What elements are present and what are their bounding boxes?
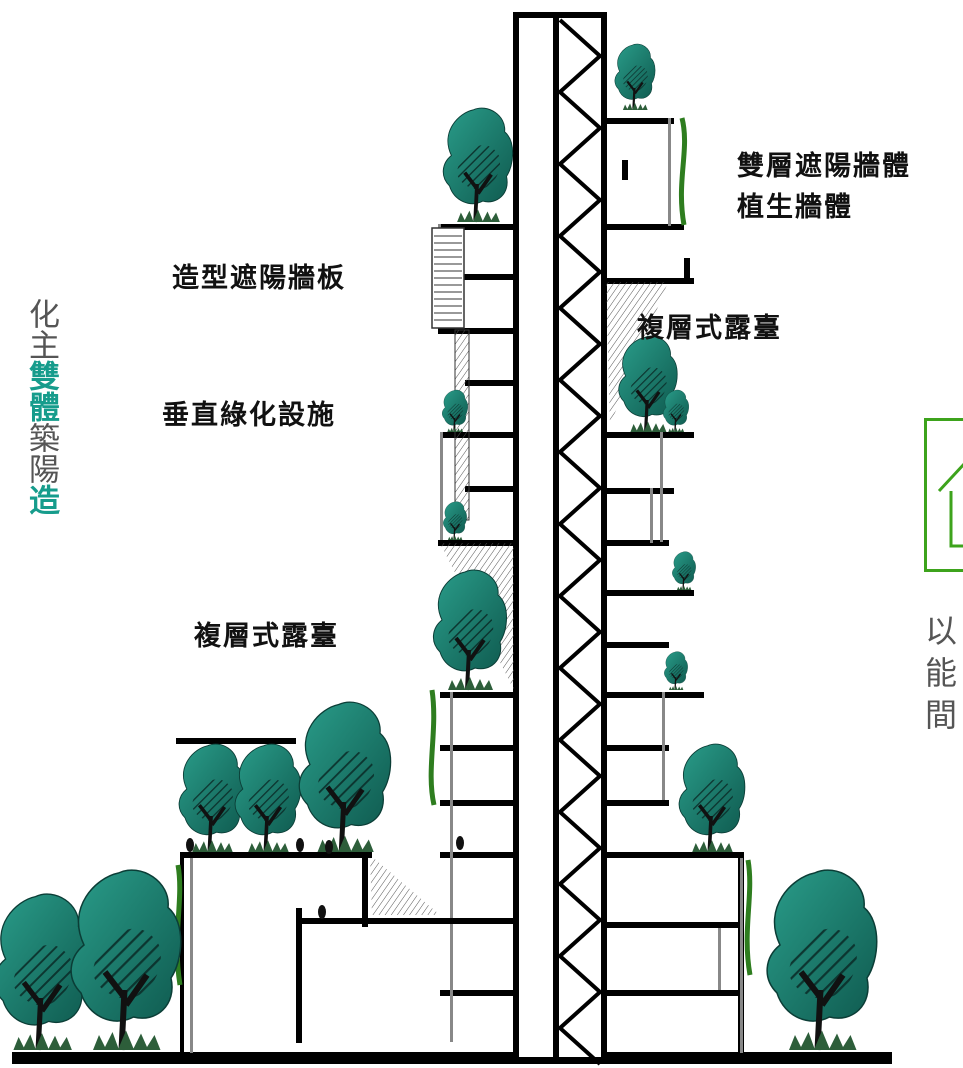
floor-slab [465,380,516,386]
floor-slab [460,274,516,280]
right-text-block: 以 能 間 [925,610,957,736]
label-shaping-shade-panel: 造型遮陽牆板 [172,263,346,294]
left-column-char: 築 [23,422,59,453]
column-line [450,852,453,1042]
floor-slab [438,224,516,230]
lower-slab [296,918,516,924]
column-line [440,432,443,540]
right-text-line: 以 [925,612,958,650]
column-line [668,118,671,226]
left-column-char: 陽 [23,453,59,484]
column-line [718,922,721,992]
floor-slab [604,800,669,806]
floor-slab [438,328,516,334]
podium-roof [180,852,372,858]
vine-mid-left [428,689,437,806]
parapet [684,258,690,282]
floor-slab [604,692,704,698]
house-frame-icon [924,418,963,572]
floor-slab [440,745,516,751]
label-terrace-left: 複層式露臺 [194,621,339,652]
terrace-hatch-low [370,855,440,915]
people-figures [186,836,464,919]
right-floor-slabs [604,118,744,996]
column-line [662,692,665,800]
label-vertical-green: 垂直綠化設施 [162,400,336,431]
label-double-shading-wall: 雙層遮陽牆體 [737,151,911,182]
left-column-char: 體 [23,391,59,422]
floor-slab [440,432,516,438]
label-terrace-right: 複層式露臺 [637,313,782,344]
floor-slab [604,642,669,648]
left-edge-text-column: 化主雙體築陽造 [18,298,63,515]
floor-slab [440,800,516,806]
floor-slab [604,590,694,596]
floor-slab [604,118,674,124]
right-text-line: 間 [925,696,958,734]
vertical-green-lattice [454,329,470,521]
vine-top-right [678,117,688,226]
left-column-char: 雙 [23,360,59,391]
floor-slab [440,692,516,698]
right-text-line: 能 [925,654,958,692]
central-core [513,12,559,1063]
left-column-char: 化 [23,298,59,329]
column-line [660,432,663,542]
floor-slab [440,852,516,858]
floor-slab [604,540,669,546]
floor-slab [604,488,674,494]
floor-slab [604,278,694,284]
stair-zigzag [557,18,603,1066]
vine-low-right [744,859,753,976]
left-column-char: 造 [23,484,59,515]
vine-low-left [174,864,183,986]
label-green-wall: 植生牆體 [737,192,853,223]
floor-slab [604,432,694,438]
shading-panel-lines [434,235,462,321]
floor-slab [440,990,516,996]
column-line [650,488,653,543]
parapet [622,160,628,180]
ground-line [12,1052,892,1064]
floor-slab [465,486,516,492]
left-column-char: 主 [23,329,59,360]
column-line [450,692,453,852]
floor-slab [604,224,684,230]
floor-slab [604,745,669,751]
